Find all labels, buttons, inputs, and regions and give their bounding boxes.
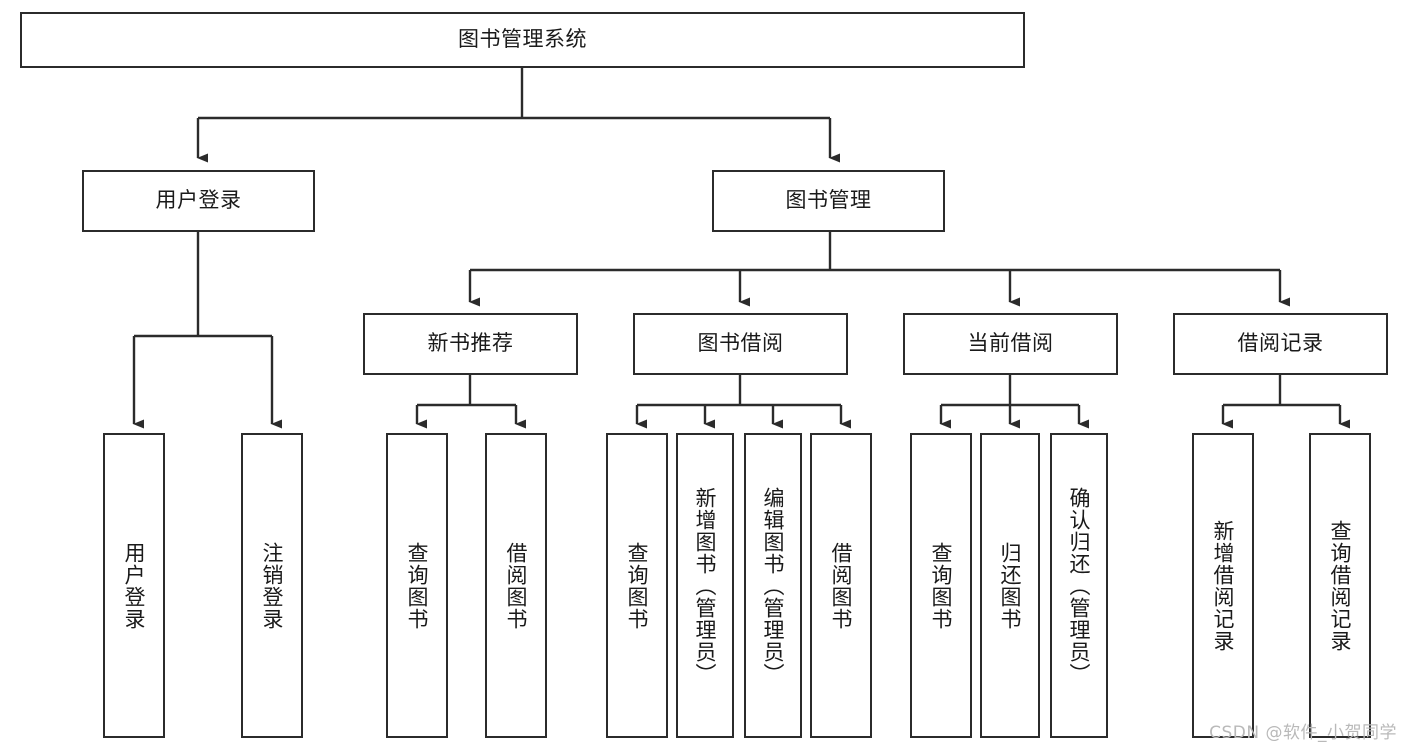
- node-label: 借阅记录: [1237, 331, 1324, 356]
- node-label: 确认归还（管理员）: [1067, 486, 1092, 685]
- node-label: 借阅图书: [504, 541, 529, 630]
- node-leaf-query-borrow-record[interactable]: 查询借阅记录: [1309, 433, 1371, 738]
- node-label: 当前借阅: [967, 331, 1054, 356]
- node-label: 图书管理: [785, 188, 872, 213]
- node-label: 查询图书: [929, 541, 954, 630]
- node-book-management-system[interactable]: 图书管理系统: [20, 12, 1025, 68]
- node-book-manage[interactable]: 图书管理: [712, 170, 945, 232]
- node-current-borrow[interactable]: 当前借阅: [903, 313, 1118, 375]
- node-leaf-borrow-book-recommend[interactable]: 借阅图书: [485, 433, 547, 738]
- node-leaf-add-book[interactable]: 新增图书（管理员）: [676, 433, 734, 738]
- node-leaf-return-book[interactable]: 归还图书: [980, 433, 1040, 738]
- node-leaf-edit-book[interactable]: 编辑图书（管理员）: [744, 433, 802, 738]
- node-label: 新增借阅记录: [1211, 519, 1236, 652]
- node-label: 查询图书: [405, 541, 430, 630]
- node-label: 查询借阅记录: [1328, 519, 1353, 652]
- node-leaf-query-book-recommend[interactable]: 查询图书: [386, 433, 448, 738]
- node-label: 图书借阅: [697, 331, 784, 356]
- node-label: 查询图书: [625, 541, 650, 630]
- node-borrow-record[interactable]: 借阅记录: [1173, 313, 1388, 375]
- node-label: 注销登录: [260, 541, 285, 630]
- node-leaf-add-borrow-record[interactable]: 新增借阅记录: [1192, 433, 1254, 738]
- node-leaf-confirm-return[interactable]: 确认归还（管理员）: [1050, 433, 1108, 738]
- node-leaf-user-login[interactable]: 用户登录: [103, 433, 165, 738]
- node-leaf-user-logout[interactable]: 注销登录: [241, 433, 303, 738]
- node-label: 借阅图书: [829, 541, 854, 630]
- node-label: 用户登录: [155, 188, 242, 213]
- node-label: 用户登录: [122, 541, 147, 630]
- node-label: 编辑图书（管理员）: [761, 486, 786, 685]
- watermark-text: CSDN @软件_小贺同学: [1209, 723, 1397, 743]
- node-leaf-borrow-book[interactable]: 借阅图书: [810, 433, 872, 738]
- node-label: 新书推荐: [427, 331, 514, 356]
- node-leaf-query-book-borrow[interactable]: 查询图书: [606, 433, 668, 738]
- node-label: 新增图书（管理员）: [693, 486, 718, 685]
- node-label: 图书管理系统: [458, 27, 587, 52]
- node-book-borrow[interactable]: 图书借阅: [633, 313, 848, 375]
- node-new-book-recommend[interactable]: 新书推荐: [363, 313, 578, 375]
- node-user-login[interactable]: 用户登录: [82, 170, 315, 232]
- node-leaf-query-book-current[interactable]: 查询图书: [910, 433, 972, 738]
- node-label: 归还图书: [998, 541, 1023, 630]
